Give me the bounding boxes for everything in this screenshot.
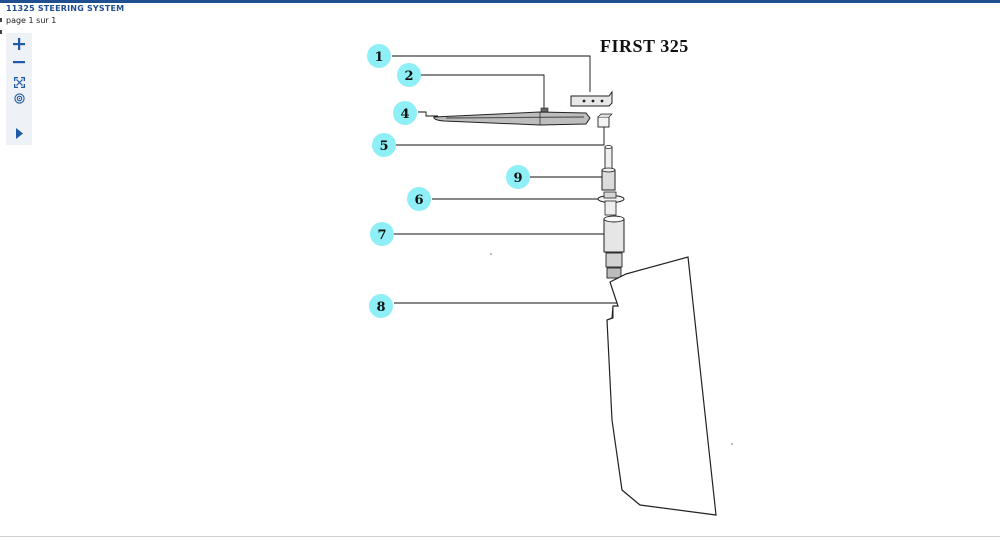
zoom-in-icon [13, 38, 25, 50]
zoom-out-button[interactable] [6, 53, 32, 71]
callout-9[interactable]: 9 [506, 165, 530, 189]
callout-8[interactable]: 8 [369, 294, 393, 318]
part-6-flange [597, 191, 625, 216]
svg-text:9: 9 [513, 171, 522, 186]
part-9-stock-top [601, 145, 616, 191]
fit-page-button[interactable] [6, 73, 32, 91]
part-7-bearing [603, 215, 625, 279]
callout-7[interactable]: 7 [370, 222, 394, 246]
next-page-button[interactable] [6, 124, 32, 142]
boat-model-label: FIRST 325 [600, 36, 689, 56]
leader-lines [392, 55, 648, 304]
svg-text:1: 1 [374, 50, 383, 65]
svg-text:6: 6 [414, 193, 423, 208]
svg-text:2: 2 [404, 69, 413, 84]
viewer-toolbar [6, 33, 32, 145]
callout-5[interactable]: 5 [372, 133, 396, 157]
zoom-out-icon [13, 61, 25, 64]
svg-text:7: 7 [377, 228, 386, 243]
callout-1[interactable]: 1 [367, 44, 391, 68]
callout-4[interactable]: 4 [393, 101, 417, 125]
page-indicator: page 1 sur 1 [6, 16, 57, 25]
next-page-icon [15, 127, 23, 139]
part-5-block [597, 113, 613, 128]
target-icon [13, 92, 25, 104]
document-title: 11325 STEERING SYSTEM [6, 4, 125, 13]
callout-badges: 1 2 4 5 9 6 7 8 [367, 44, 530, 318]
fit-page-icon [13, 76, 25, 88]
top-accent-bar [0, 0, 1000, 3]
svg-text:5: 5 [379, 139, 388, 154]
left-edge-marker [0, 18, 2, 22]
svg-text:4: 4 [400, 107, 409, 122]
callout-6[interactable]: 6 [407, 187, 431, 211]
svg-text:8: 8 [376, 300, 385, 315]
left-edge-marker [0, 30, 2, 34]
center-view-button[interactable] [6, 89, 32, 107]
part-1-bracket [570, 90, 613, 107]
bottom-border [0, 536, 1000, 537]
part-8-rudder-blade [490, 253, 733, 516]
part-4-tiller [433, 111, 591, 126]
callout-2[interactable]: 2 [397, 63, 421, 87]
zoom-in-button[interactable] [6, 35, 32, 53]
